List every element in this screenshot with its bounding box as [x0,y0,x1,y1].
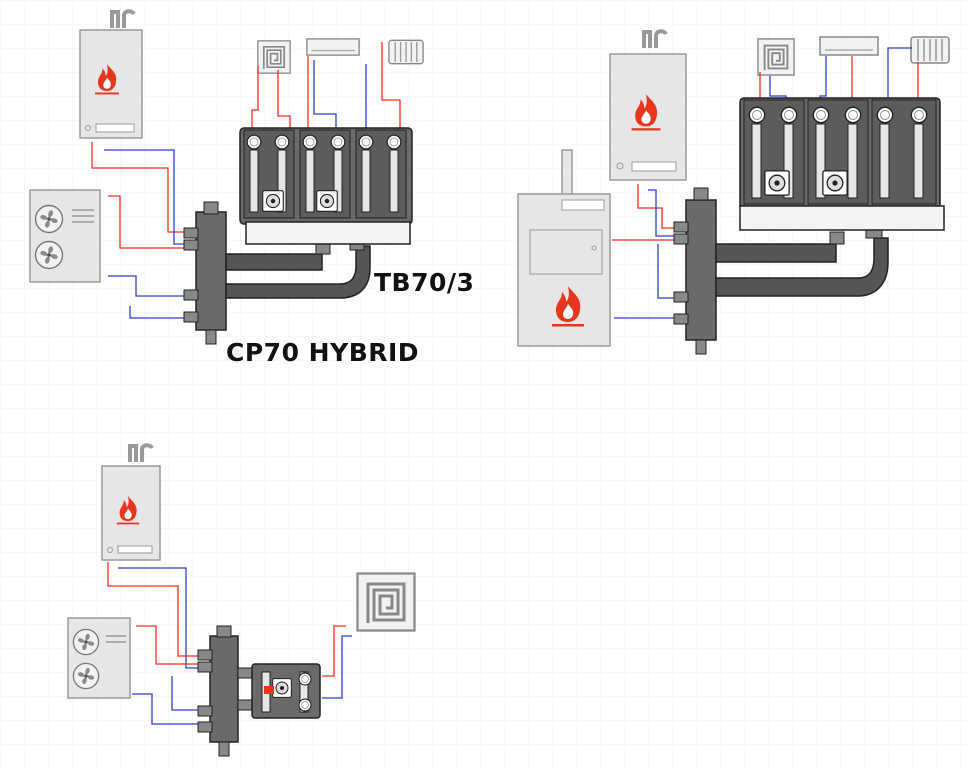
underfloor-heating-icon [355,572,417,632]
scheme-1 [29,9,424,345]
underfloor-heating-icon [256,40,292,74]
gas-boiler-icon [101,443,161,561]
underfloor-heating-icon [756,38,796,76]
gas-boiler-icon [609,29,687,181]
module-label: TB70/3 [374,268,475,297]
fan-coil-icon [819,36,879,56]
connection-pipes [225,239,371,299]
single-zone-module [237,663,321,719]
tb70-3-distribution-module [239,127,413,245]
fan-coil-icon [306,38,360,56]
pipe-lines [107,562,352,725]
separator-label: CP70 HYBRID [226,338,420,367]
scheme-2 [517,29,950,355]
pipe-lines [91,42,401,319]
heat-pump-icon [29,189,101,283]
gas-boiler-icon [79,9,143,139]
radiator-icon [910,36,950,64]
hydraulic-separator [673,187,717,355]
solid-fuel-boiler-icon [517,149,611,347]
scheme-3 [67,443,417,757]
heat-pump-icon [67,617,131,699]
tb70-3-distribution-module [739,97,945,231]
connection-pipes [715,227,889,297]
hydraulic-separator [197,625,239,757]
radiator-icon [388,39,424,65]
hydraulic-separator [183,201,227,345]
